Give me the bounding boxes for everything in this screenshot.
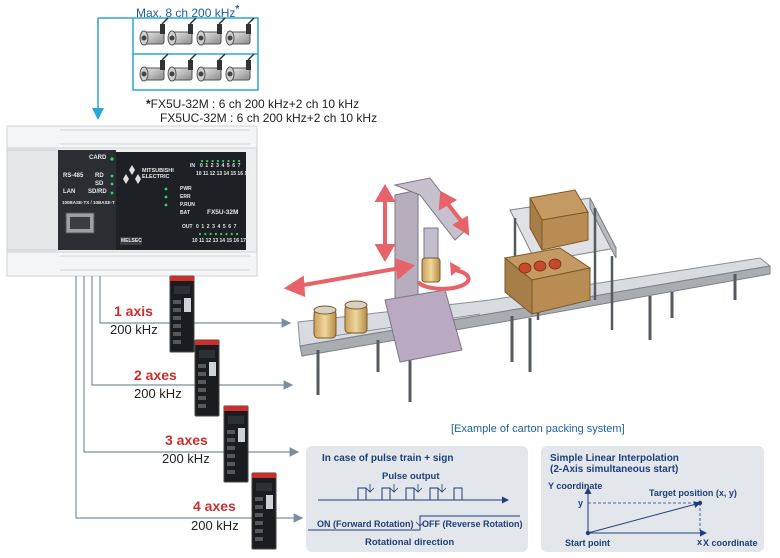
interp-title-2: (2-Axis simultaneous start): [550, 464, 679, 475]
plc-brand: MITSUBISHI ELECTRIC: [142, 168, 174, 180]
x-value-label: x: [697, 537, 703, 547]
plc-lan-label: LAN: [63, 189, 76, 195]
plc-in-row2: 10 11 12 13 14 15 16 17: [196, 171, 250, 177]
off-reverse-label: OFF (Reverse Rotation): [422, 519, 523, 529]
axis-3-label: 3 axes: [165, 432, 208, 448]
plc-sd-label: SD: [95, 181, 104, 187]
axis-1-freq: 200 kHz: [110, 322, 158, 337]
target-position-label: Target position (x, y): [649, 488, 737, 498]
plc-pwr-label: PWR: [180, 186, 192, 192]
plc-prun-label: P.RUN: [180, 202, 195, 208]
plc-rd-label: RD: [95, 173, 104, 179]
system-caption: [Example of carton packing system]: [451, 423, 625, 435]
axis-4-freq: 200 kHz: [191, 518, 239, 533]
pulse-diagram: [306, 446, 528, 552]
plc-sdrd-label: SD/RD: [88, 189, 107, 195]
plc-in-label: IN: [190, 163, 195, 169]
plc-model-label: FX5U-32M: [207, 209, 239, 216]
pulse-panel-title: In case of pulse train + sign: [322, 453, 454, 464]
servo-motor-icon: [167, 17, 197, 46]
plc-out-label: OUT: [182, 224, 193, 230]
axis-4-label: 4 axes: [193, 498, 236, 514]
axis-2-freq: 200 kHz: [134, 386, 182, 401]
servo-motor-icon: [225, 17, 255, 46]
servo-motor-icon: [196, 17, 226, 46]
interpolation-diagram: [541, 446, 764, 552]
plc-bat-label: BAT: [180, 210, 190, 216]
axis-1-label: 1 axis: [114, 303, 153, 319]
plc-in-row1: 0 1 2 3 4 5 6 7: [200, 163, 241, 169]
motor-group: [139, 17, 255, 82]
axis-2-label: 2 axes: [134, 367, 177, 383]
plc-rs485-label: RS-485: [63, 173, 84, 179]
on-forward-label: ON (Forward Rotation): [317, 519, 414, 529]
note-fx5uc: FX5UC-32M : 6 ch 200 kHz+2 ch 10 kHz: [160, 111, 378, 125]
plc-err-label: ERR: [180, 194, 191, 200]
plc-melsec-badge: MELSEC: [121, 238, 142, 244]
y-coordinate-label: Y coordinate: [548, 481, 603, 491]
interp-title-1: Simple Linear Interpolation: [550, 453, 679, 464]
servo-amplifiers: [169, 275, 277, 550]
servo-motor-icon: [225, 53, 255, 82]
servo-motor-icon: [196, 53, 226, 82]
servo-motor-icon: [167, 53, 197, 82]
start-point-label: Start point: [565, 538, 610, 548]
max-channels-label: Max. 8 ch 200 kHz*: [136, 4, 240, 20]
plc-card-label: CARD: [89, 155, 107, 161]
plc-lan-spec: 100BASE-TX / 10BASE-T: [62, 200, 115, 205]
servo-amplifier-icon: [194, 339, 220, 417]
plc-out-row2: 10 11 12 13 14 15 16 17: [192, 238, 246, 244]
servo-amplifier-icon: [169, 275, 195, 353]
note-fx5u: *FX5U-32M : 6 ch 200 kHz+2 ch 10 kHz: [146, 97, 360, 111]
plc-out-row1: 0 1 2 3 4 5 6 7: [196, 224, 237, 230]
pulse-output-label: Pulse output: [382, 471, 440, 482]
axis-3-freq: 200 kHz: [162, 451, 210, 466]
y-value-label: y: [578, 498, 584, 508]
servo-amplifier-icon: [251, 472, 277, 550]
servo-motor-icon: [139, 17, 169, 46]
x-coordinate-label: X coordinate: [703, 538, 758, 548]
plc-unit: [6, 125, 258, 277]
packing-system-illustration: [283, 177, 772, 402]
rotational-direction-label: Rotational direction: [365, 537, 455, 548]
servo-amplifier-icon: [223, 405, 249, 483]
servo-motor-icon: [139, 53, 169, 82]
